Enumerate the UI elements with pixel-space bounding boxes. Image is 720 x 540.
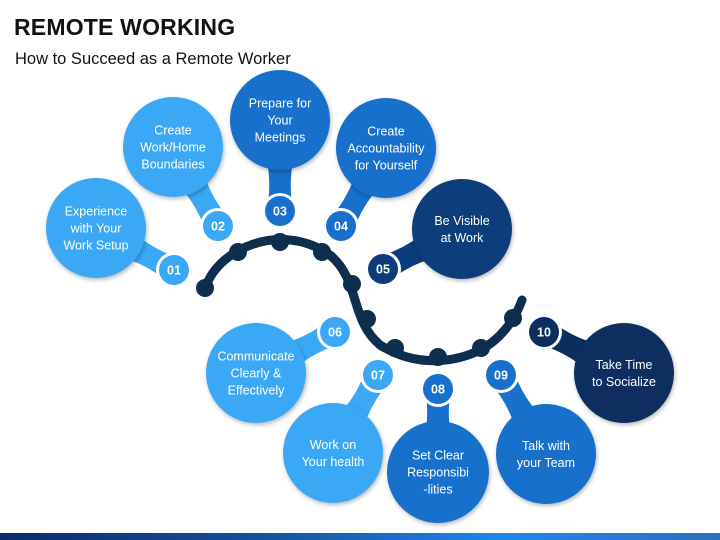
tip-03-label-line: Your [267, 114, 292, 128]
tip-06-number: 06 [328, 326, 342, 340]
curve-node-10 [504, 309, 522, 327]
tip-06-label-line: Effectively [228, 384, 285, 398]
tip-03-label-line: Meetings [255, 131, 306, 145]
curve-node-02 [229, 243, 247, 261]
tip-01-bubble [46, 178, 146, 278]
tip-08-bubble [387, 421, 489, 523]
tip-03-label-line: Prepare for [249, 97, 312, 111]
tip-04-number-badge [326, 211, 356, 241]
tip-07-bubble [283, 403, 383, 503]
tip-02-label-line: Work/Home [140, 141, 206, 155]
tip-05-label-line: at Work [441, 231, 485, 245]
tip-02-number-badge [203, 211, 233, 241]
curve-node-05 [343, 275, 361, 293]
tip-05-bubble [412, 179, 512, 279]
tip-03-number: 03 [273, 205, 287, 219]
tip-04-label-line: Create [367, 125, 405, 139]
tip-01-number: 01 [167, 264, 181, 278]
tip-09-label-line: Talk with [522, 439, 570, 453]
tip-07-label-line: Your health [302, 455, 365, 469]
curve-node-07 [386, 339, 404, 357]
tip-01-number-badge [159, 255, 189, 285]
tip-04-number: 04 [334, 220, 348, 234]
curve-node-01 [196, 279, 214, 297]
tip-01-label-line: Experience [65, 205, 128, 219]
curve-node-09 [472, 339, 490, 357]
curve-node-08 [429, 348, 447, 366]
curve-node-06 [358, 310, 376, 328]
page-subtitle: How to Succeed as a Remote Worker [15, 50, 291, 68]
curve-nodes [196, 233, 522, 366]
tip-05-number-badge [368, 254, 398, 284]
page-title: REMOTE WORKING [14, 14, 236, 40]
tip-07-number: 07 [371, 369, 385, 383]
curve-node-04 [313, 243, 331, 261]
tip-08-label-line: -lities [423, 483, 452, 497]
tip-06-number-badge [320, 317, 350, 347]
tip-07-label-line: Work on [310, 438, 356, 452]
curve-node-03 [271, 233, 289, 251]
tip-10-label-line: Take Time [596, 358, 653, 372]
tip-06-label-line: Communicate [217, 350, 294, 364]
tip-02-bubble [123, 97, 223, 197]
tip-10-number-badge [529, 317, 559, 347]
tip-07-number-badge [363, 360, 393, 390]
tip-06-bubble [206, 323, 306, 423]
tip-05: 05 Be Visible at Work [365, 179, 512, 287]
tip-04-label-line: for Yourself [355, 159, 418, 173]
tip-02-label-line: Boundaries [141, 158, 204, 172]
tip-01-label-line: with Your [70, 222, 122, 236]
tip-05-label-line: Be Visible [434, 214, 489, 228]
tip-10-label-line: to Socialize [592, 375, 656, 389]
tip-05-number: 05 [376, 263, 390, 277]
tip-08-label-line: Responsibi [407, 466, 469, 480]
tip-02-label-line: Create [154, 124, 192, 138]
tip-09-number: 09 [494, 369, 508, 383]
tip-09-label-line: your Team [517, 456, 575, 470]
tip-10-bubble [574, 323, 674, 423]
tip-10-number: 10 [537, 326, 551, 340]
tip-03-number-badge [265, 196, 295, 226]
tip-08-number-badge [423, 374, 453, 404]
tip-09-bubble [496, 404, 596, 504]
tip-01-label-line: Work Setup [63, 239, 128, 253]
bottom-accent-bar [0, 533, 720, 540]
tip-09-number-badge [486, 360, 516, 390]
tip-08-number: 08 [431, 383, 445, 397]
tip-08-label-line: Set Clear [412, 449, 464, 463]
tip-02-number: 02 [211, 220, 225, 234]
tip-03-bubble [230, 70, 330, 170]
tip-04-bubble [336, 98, 436, 198]
tip-04-label-line: Accountability [347, 142, 425, 156]
tip-06-label-line: Clearly & [231, 367, 282, 381]
